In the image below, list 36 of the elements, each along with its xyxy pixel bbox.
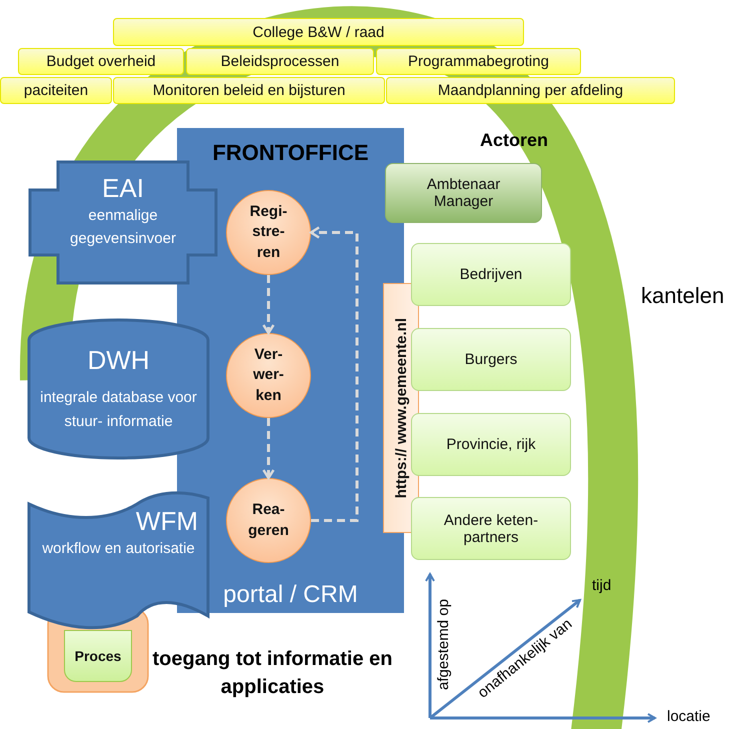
- document-shape: [27, 490, 210, 630]
- process-box: Proces: [64, 630, 132, 682]
- process-box: Budget overheid: [18, 48, 184, 75]
- process-circle: Rea- geren: [226, 478, 311, 563]
- arrow: [310, 226, 358, 522]
- actor-box: Bedrijven: [411, 243, 571, 306]
- actor-box: Burgers: [411, 328, 571, 391]
- node-title: EAI: [102, 172, 144, 204]
- panel-title: FRONTOFFICE: [212, 140, 369, 166]
- process-box: Programmabegroting: [376, 48, 581, 75]
- caption-text: toegang tot informatie en applicaties: [152, 647, 394, 700]
- database-cylinder: [27, 318, 210, 460]
- node-text: workflow en autorisatie: [41, 539, 196, 559]
- process-box: Beleidsprocessen: [186, 48, 374, 75]
- axis-label: tijd: [592, 577, 612, 594]
- process-box: College B&W / raad: [113, 18, 524, 46]
- axis-label: kantelen: [641, 283, 724, 309]
- node-title: DWH: [87, 345, 150, 376]
- process-box: Monitoren beleid en bijsturen: [113, 77, 385, 104]
- process-box: paciteiten: [0, 77, 112, 104]
- node-text: eenmalige gegevensinvoer: [69, 206, 177, 249]
- axis-label: afgestemd op: [434, 599, 452, 690]
- axis-label: locatie: [667, 708, 710, 725]
- panel-subtitle: portal / CRM: [223, 581, 358, 609]
- node-title: WFM: [136, 506, 198, 537]
- arrow: [262, 418, 275, 480]
- cross-shape: [28, 160, 218, 285]
- process-circle: Regi- stre- ren: [226, 190, 311, 275]
- process-box: Maandplanning per afdeling: [386, 77, 675, 104]
- arrow: [262, 275, 275, 334]
- actor-box: Andere keten- partners: [411, 497, 571, 560]
- url-text: https:// www.gemeente.nl: [392, 318, 410, 498]
- node-text: integrale database voor stuur- informatie: [39, 388, 198, 432]
- process-circle: Ver- wer- ken: [226, 333, 311, 418]
- actor-box: Ambtenaar Manager: [385, 163, 542, 223]
- actor-box: Provincie, rijk: [411, 413, 571, 476]
